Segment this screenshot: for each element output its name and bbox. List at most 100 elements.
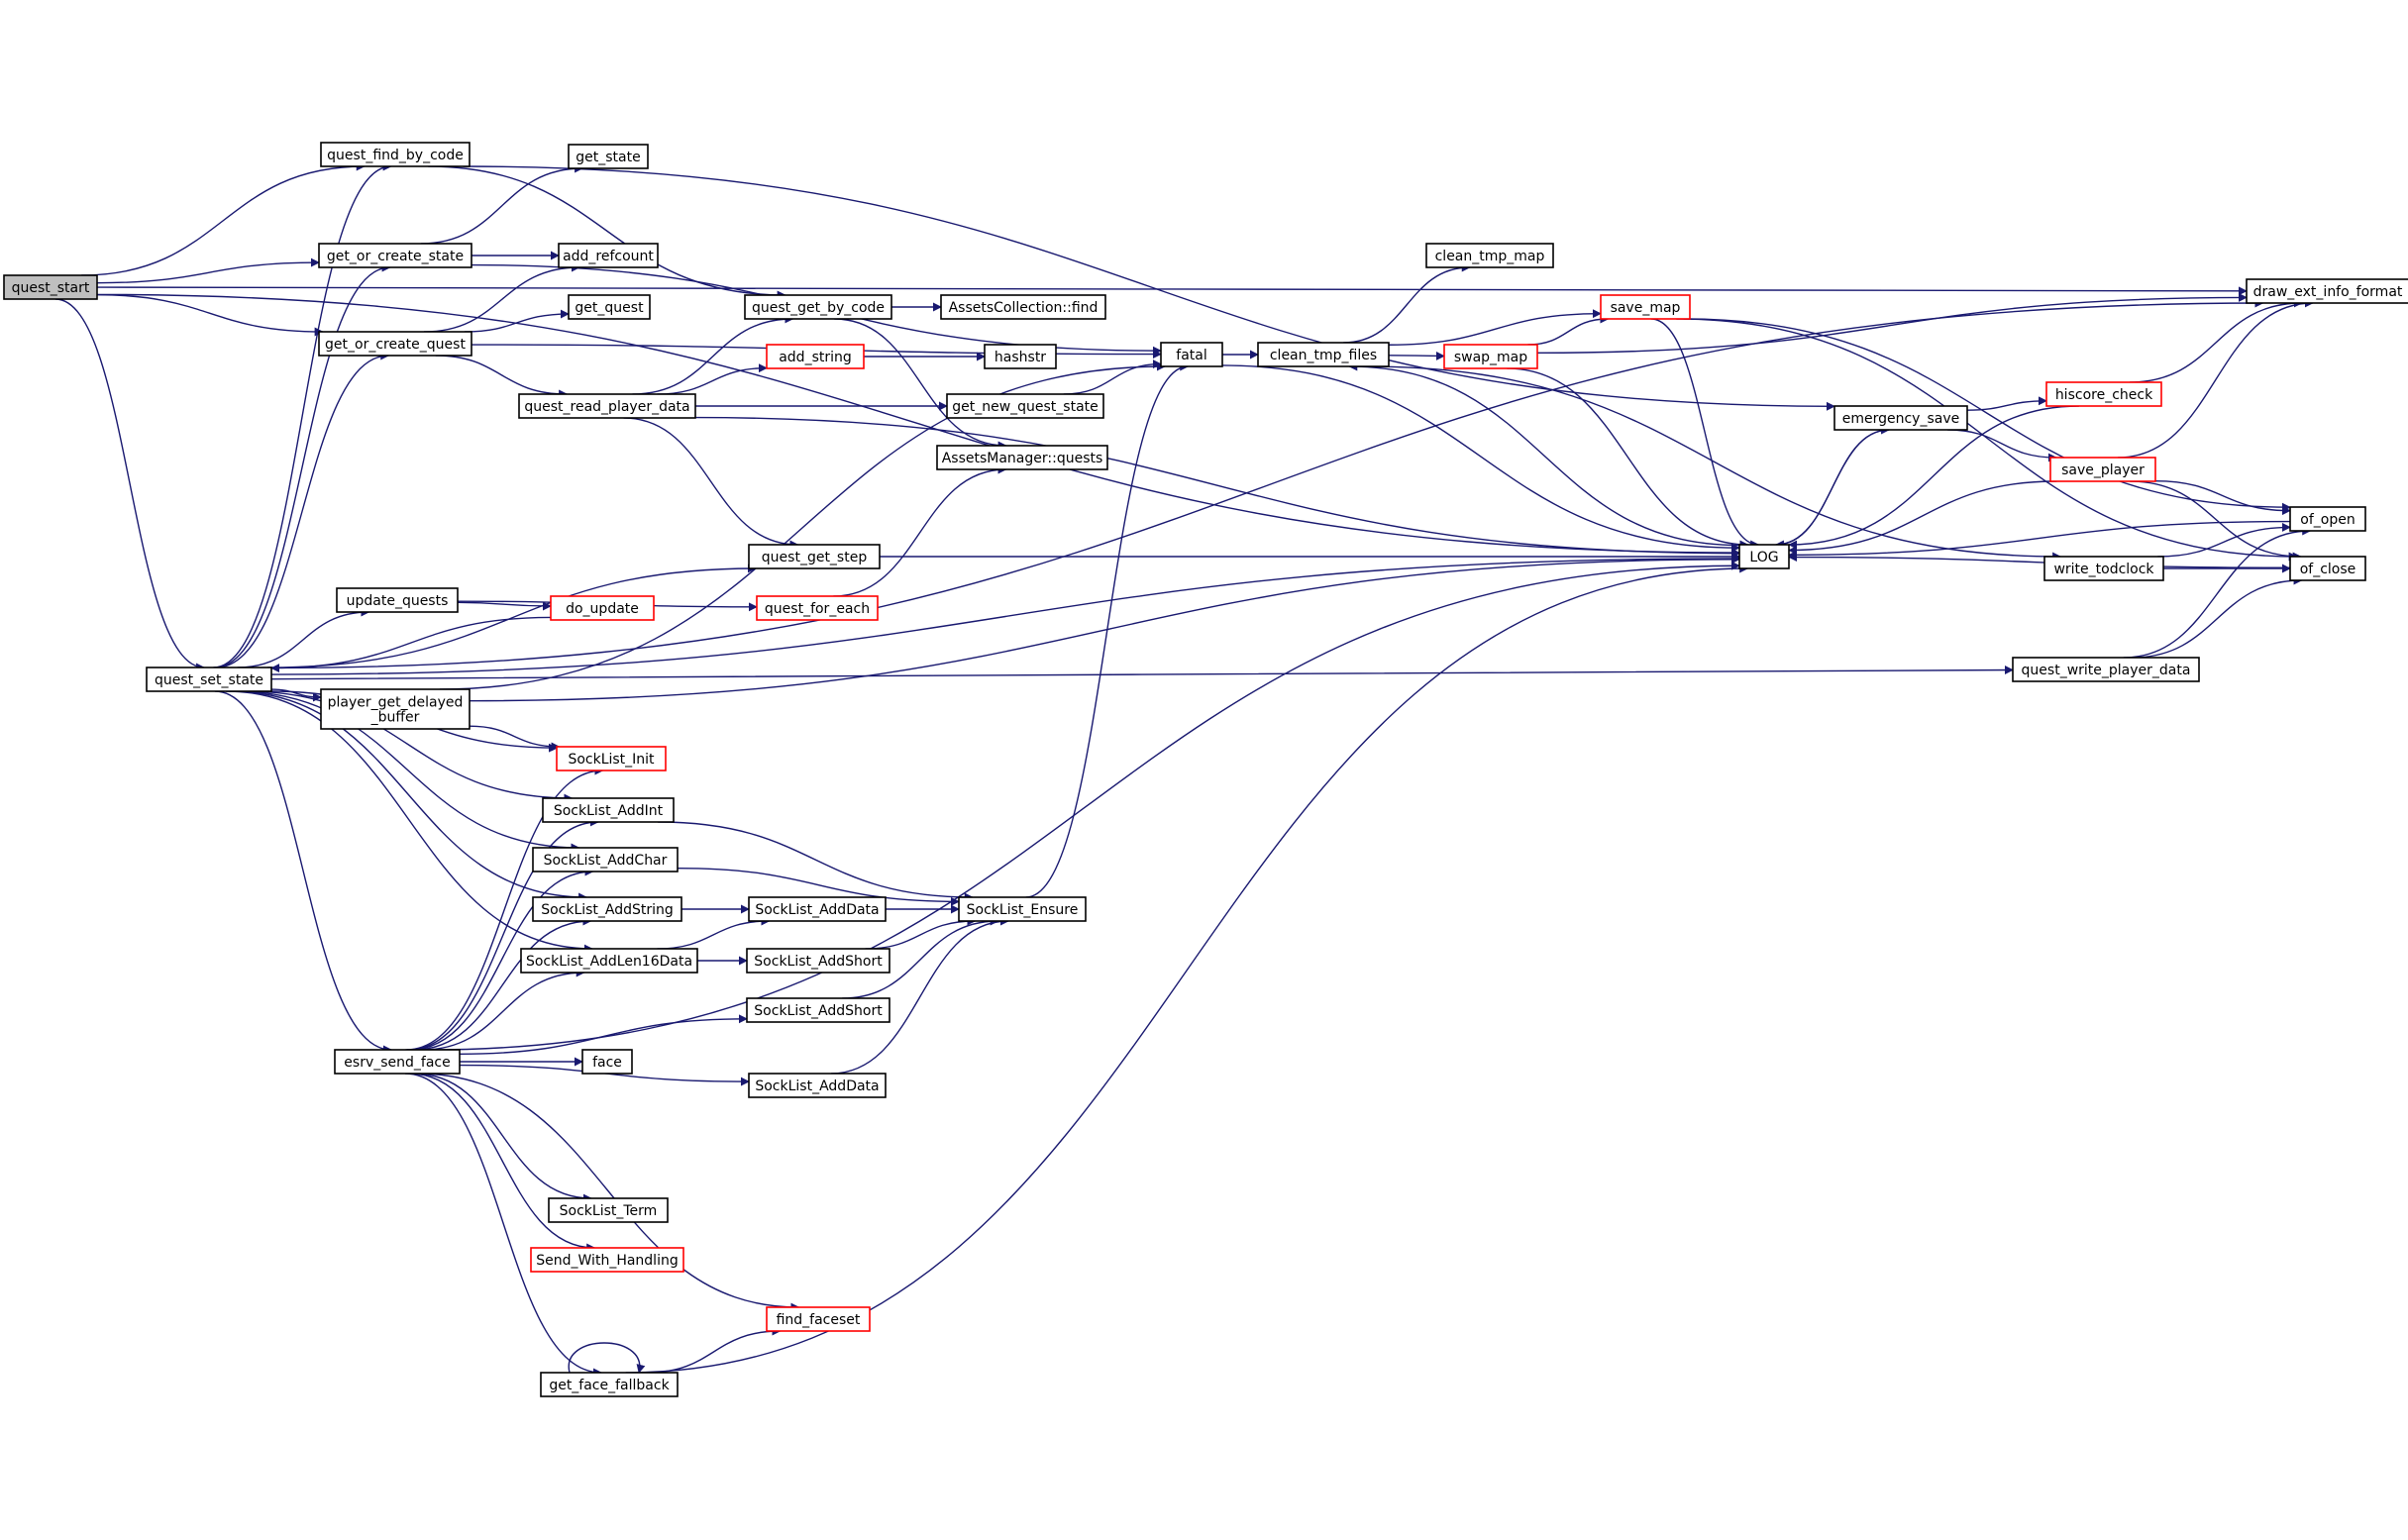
- node-label: draw_ext_info_format: [2253, 284, 2403, 300]
- node-hashstr[interactable]: hashstr: [984, 344, 1057, 369]
- node-box: [756, 595, 879, 621]
- node-emergency-save[interactable]: emergency_save: [1833, 405, 1968, 431]
- node-hiscore-check[interactable]: hiscore_check: [2045, 381, 2162, 407]
- node-label: do_update: [566, 601, 639, 617]
- node-socklist-term[interactable]: SockList_Term: [548, 1197, 669, 1223]
- node-get-or-create-quest[interactable]: get_or_create_quest: [318, 331, 472, 357]
- edge-hiscore_check-to-draw_ext_info_format: [2130, 298, 2303, 383]
- node-send-with-handling[interactable]: Send_With_Handling: [530, 1247, 684, 1273]
- node-assetsmanager-quests[interactable]: AssetsManager::quests: [936, 445, 1108, 470]
- node-label: quest_write_player_data: [2022, 663, 2191, 678]
- node-quest-set-state[interactable]: quest_set_state: [146, 667, 272, 692]
- node-quest-read-player-data[interactable]: quest_read_player_data: [518, 393, 696, 419]
- edge-quest_set_state-to-quest_write_player_data: [270, 665, 2014, 680]
- node-add-refcount[interactable]: add_refcount: [558, 243, 659, 268]
- edge-get_face_fallback-to-find_faceset: [647, 1326, 782, 1374]
- edge-of_close-to-LOG: [1788, 553, 2291, 568]
- node-find-faceset[interactable]: find_faceset: [766, 1306, 871, 1332]
- node-log[interactable]: LOG: [1738, 544, 1790, 569]
- node-socklist-ensure[interactable]: SockList_Ensure: [958, 896, 1087, 922]
- node-get-face-fallback[interactable]: get_face_fallback: [540, 1372, 679, 1397]
- edge-quest_set_state-to-draw_ext_info_format: [270, 298, 2264, 669]
- node-label: SockList_Init: [568, 752, 655, 768]
- node-update-quests[interactable]: update_quests: [336, 587, 459, 613]
- edge-save_player-to-of_open: [2154, 479, 2291, 516]
- node-quest-write-player-data[interactable]: quest_write_player_data: [2012, 657, 2200, 682]
- edge-quest_set_state-to-SockList_AddInt: [245, 690, 574, 803]
- edge-update_quests-to-do_update: [457, 601, 552, 611]
- node-box: [946, 393, 1104, 419]
- node-label: SockList_Ensure: [967, 902, 1079, 918]
- node-label: get_or_create_quest: [325, 337, 466, 353]
- node-label: SockList_Term: [560, 1203, 658, 1219]
- edge-do_update-to-quest_set_state: [270, 616, 552, 673]
- edge-esrv_send_face-to-SockList_AddChar: [409, 867, 594, 1051]
- node-of-open[interactable]: of_open: [2289, 506, 2366, 532]
- node-box: [1160, 342, 1223, 367]
- node-swap-map[interactable]: swap_map: [1443, 344, 1538, 369]
- node-quest-start[interactable]: quest_start: [3, 274, 98, 300]
- node-box: [3, 274, 98, 300]
- node-esrv-send-face[interactable]: esrv_send_face: [334, 1049, 461, 1075]
- node-write-todclock[interactable]: write_todclock: [2043, 556, 2164, 581]
- node-box: [334, 1049, 461, 1075]
- edge-quest_start-to-draw_ext_info_format: [96, 286, 2248, 296]
- node-socklist-init[interactable]: SockList_Init: [556, 746, 667, 771]
- node-clean-tmp-map[interactable]: clean_tmp_map: [1425, 243, 1554, 268]
- node-assetscollection-find[interactable]: AssetsCollection::find: [940, 294, 1106, 320]
- node-face[interactable]: face: [581, 1049, 633, 1075]
- node-socklist-addchar[interactable]: SockList_AddChar: [532, 847, 679, 873]
- node-label: player_get_delayed: [328, 695, 464, 711]
- edge-player_get_delayed_buffer-to-LOG: [469, 555, 1740, 702]
- node-get-new-quest-state[interactable]: get_new_quest_state: [946, 393, 1104, 419]
- node-label: write_todclock: [2053, 562, 2154, 577]
- node-draw-ext-info-format[interactable]: draw_ext_info_format: [2246, 278, 2408, 304]
- edge-quest_find_by_code-to-emergency_save: [463, 165, 1835, 411]
- node-label: fatal: [1176, 348, 1206, 363]
- node-quest-for-each[interactable]: quest_for_each: [756, 595, 879, 621]
- node-add-string[interactable]: add_string: [766, 344, 865, 369]
- node-label: Send_With_Handling: [536, 1253, 678, 1269]
- node-player-get-delayed-buffer[interactable]: player_get_delayed_buffer: [320, 688, 471, 730]
- edge-emergency_save-to-save_player: [1947, 429, 2057, 462]
- edge-clean_tmp_files-to-write_todclock: [1366, 365, 2062, 562]
- edge-fatal-to-LOG: [1221, 364, 1740, 553]
- node-socklist-addint[interactable]: SockList_AddInt: [542, 797, 675, 823]
- node-quest-get-step[interactable]: quest_get_step: [748, 544, 881, 569]
- node-label: of_close: [2300, 562, 2356, 577]
- node-get-quest[interactable]: get_quest: [568, 294, 651, 320]
- node-of-close[interactable]: of_close: [2289, 556, 2366, 581]
- node-label: swap_map: [1454, 350, 1527, 365]
- edge-get_or_create_quest-to-quest_read_player_data: [435, 355, 569, 399]
- node-box: [748, 544, 881, 569]
- edge-quest_write_player_data-to-of_open: [2123, 526, 2312, 659]
- node-get-state[interactable]: get_state: [568, 144, 649, 169]
- node-box: [550, 595, 655, 621]
- node-socklist-addshort-2[interactable]: SockList_AddShort: [746, 997, 890, 1023]
- node-socklist-adddata-2[interactable]: SockList_AddData: [748, 1073, 887, 1098]
- edge-save_player-to-draw_ext_info_format: [2118, 298, 2314, 459]
- node-box: [2246, 278, 2408, 304]
- node-socklist-addstring[interactable]: SockList_AddString: [532, 896, 682, 922]
- node-label: SockList_AddString: [541, 902, 674, 918]
- node-quest-get-by-code[interactable]: quest_get_by_code: [744, 294, 892, 320]
- edge-quest_set_state-to-get_or_create_quest: [215, 351, 390, 668]
- edge-quest_find_by_code-to-quest_get_by_code: [428, 165, 786, 300]
- node-save-player[interactable]: save_player: [2049, 457, 2156, 482]
- node-label: find_faceset: [777, 1312, 861, 1328]
- node-socklist-addshort-1[interactable]: SockList_AddShort: [746, 948, 890, 974]
- node-fatal[interactable]: fatal: [1160, 342, 1223, 367]
- node-socklist-adddata-1[interactable]: SockList_AddData: [748, 896, 887, 922]
- node-clean-tmp-files[interactable]: clean_tmp_files: [1257, 342, 1390, 367]
- node-label: SockList_AddData: [755, 1078, 879, 1094]
- node-get-or-create-state[interactable]: get_or_create_state: [318, 243, 472, 268]
- edge-quest_start-to-LOG: [96, 293, 1740, 558]
- node-do-update[interactable]: do_update: [550, 595, 655, 621]
- node-box: [146, 667, 272, 692]
- node-box: [1257, 342, 1390, 367]
- node-box: [748, 896, 887, 922]
- node-save-map[interactable]: save_map: [1600, 294, 1691, 320]
- node-quest-find-by-code[interactable]: quest_find_by_code: [320, 142, 471, 167]
- node-socklist-addlen16data[interactable]: SockList_AddLen16Data: [520, 948, 698, 974]
- edge-SockList_AddInt-to-SockList_Ensure: [658, 821, 974, 902]
